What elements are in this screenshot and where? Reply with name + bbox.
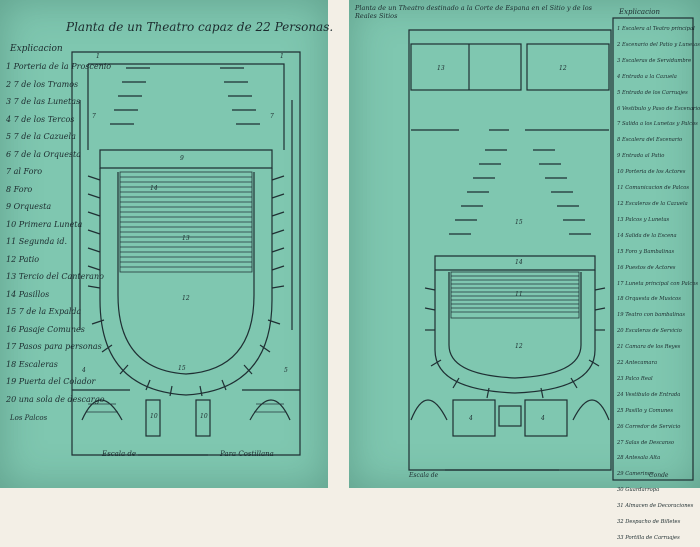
legend-entry: 4 7 de los Tercos: [6, 114, 75, 124]
legend-entry: 15 Foro y Bambalinas: [617, 248, 675, 255]
legend-entry: 27 Salas de Descanso: [617, 439, 675, 446]
left-legend-heading: Explicacion: [10, 44, 63, 54]
legend-entry: 9 Orquesta: [6, 202, 52, 211]
legend-entry: 21 Camara de los Reyes: [617, 344, 681, 351]
svg-text:15: 15: [178, 365, 186, 372]
legend-entry: 19 Teatro con bambalinas: [617, 312, 685, 319]
legend-entry: 30 Guardarropa: [617, 487, 660, 494]
legend-entry: 18 Orquesta de Musicos: [617, 296, 681, 303]
right-stage-wings: [449, 149, 591, 235]
legend-entry: 26 Corredor de Servicio: [617, 423, 681, 430]
legend-entry: 6 7 de la Orquesta: [6, 149, 82, 159]
left-sheet-title: Planta de un Theatro capaz de 22 Persona…: [66, 20, 334, 34]
right-plan-sheet: 13 12 15 14 11 12 4 4 Planta de un Theat…: [349, 0, 700, 541]
svg-text:10: 10: [200, 413, 208, 420]
legend-entry: 11 Segunda id.: [6, 237, 68, 246]
svg-text:13: 13: [437, 65, 445, 72]
legend-entry: 10 Primera Luneta: [6, 219, 83, 229]
legend-entry: 32 Despacho de Billetes: [617, 519, 681, 526]
left-floor-plan: 9 14 13 12 15 1 1 7 7 4 5 10 10: [71, 51, 301, 456]
legend-entry: 17 Luneta principal con Palcos: [617, 280, 699, 287]
legend-entry: 29 Camerinos: [617, 471, 654, 478]
right-floor-plan: 13 12 15 14 11 12 4 4: [408, 17, 694, 481]
legend-entry: 31 Almacen de Decoraciones: [617, 503, 694, 510]
legend-entry: 1 Porteria de la Proscenio: [6, 62, 112, 71]
legend-entry: 28 Antesala Alta: [617, 455, 661, 462]
left-signature: Para Costillana: [220, 450, 274, 458]
legend-entry: 13 Tercio del Canterano: [6, 272, 104, 281]
svg-text:7: 7: [270, 113, 274, 120]
legend-entry: 1 Escalera al Teatro principal: [617, 26, 695, 32]
legend-entry: 18 Escaleras: [6, 359, 58, 369]
legend-entry: 5 7 de la Cazuela: [6, 132, 76, 141]
legend-entry: 15 7 de la Expalda: [6, 307, 82, 316]
legend-entry: 17 Pasos para personas: [6, 342, 102, 351]
legend-entry: 12 Escaleras de la Cazuela: [617, 200, 688, 207]
left-stage-wings: [110, 67, 260, 125]
svg-text:4: 4: [81, 367, 86, 374]
legend-entry: 5 Entrada de los Carruajes: [617, 89, 688, 96]
legend-entry: 24 Vestibulo de Entrada: [617, 391, 681, 398]
svg-text:12: 12: [559, 65, 567, 72]
svg-text:12: 12: [182, 295, 190, 302]
legend-entry: 25 Pasillo y Comunes: [617, 407, 674, 414]
legend-entry: 3 Escaleras de Servidumbre: [617, 57, 692, 64]
right-legend: 1 Escalera al Teatro principal 2 Escenari…: [617, 22, 700, 547]
left-plan-sheet: 9 14 13 12 15 1 1 7 7 4 5 10 10 Planta d…: [0, 0, 333, 488]
svg-text:12: 12: [515, 343, 523, 350]
svg-text:1: 1: [280, 53, 284, 60]
left-box-partitions: [87, 175, 285, 397]
legend-entry: 13 Palcos y Lunetas: [617, 216, 670, 223]
left-scale-label: Escala de: [102, 450, 137, 458]
right-legend-heading: Explicacion: [619, 8, 660, 16]
svg-text:10: 10: [150, 413, 158, 420]
left-legend-footer: Los Palcos: [10, 414, 48, 422]
left-legend: 1 Porteria de la Proscenio 2 7 de los Tra…: [6, 58, 112, 408]
legend-entry: 2 Escenario del Patio y Lunetas: [617, 41, 700, 48]
legend-entry: 20 Escaleras de Servicio: [617, 328, 682, 335]
left-orchestra-hatching: [119, 171, 253, 273]
legend-entry: 12 Patio: [6, 254, 40, 264]
legend-entry: 23 Palco Real: [617, 375, 653, 382]
legend-entry: 7 al Foro: [6, 167, 43, 176]
legend-entry: 22 Antecamara: [617, 360, 658, 367]
legend-entry: 20 una sola de descargo: [6, 394, 105, 404]
svg-text:14: 14: [150, 185, 158, 192]
right-signature: Conde: [649, 472, 669, 479]
svg-text:15: 15: [515, 219, 523, 226]
legend-entry: 2 7 de los Tramos: [6, 79, 79, 89]
legend-entry: 8 Escalera del Escenario: [617, 137, 683, 144]
legend-entry: 19 Puerta del Colador: [6, 377, 96, 386]
svg-text:4: 4: [468, 415, 473, 422]
legend-entry: 3 7 de las Lunetas: [6, 97, 81, 106]
legend-entry: 11 Comunicacion de Palcos: [617, 185, 690, 192]
right-scale-label: Escala de: [409, 472, 439, 479]
svg-text:4: 4: [540, 415, 545, 422]
right-sheet-title: Planta de un Theatro destinado a la Cort…: [355, 4, 592, 20]
legend-entry: 16 Pasaje Comunes: [6, 324, 85, 334]
svg-text:5: 5: [284, 367, 288, 374]
legend-entry: 6 Vestibulo y Paso de Escenario: [617, 105, 700, 112]
legend-entry: 14 Salida de la Escena: [617, 232, 677, 239]
svg-text:9: 9: [180, 155, 184, 162]
svg-text:7: 7: [92, 113, 96, 120]
legend-entry: 10 Porteria de los Actores: [617, 169, 686, 176]
legend-entry: 7 Salida a los Lunetas y Palcos: [617, 121, 698, 128]
svg-text:14: 14: [515, 259, 523, 266]
right-orchestra-hatching: [450, 271, 580, 319]
svg-text:13: 13: [182, 235, 190, 242]
legend-entry: 9 Entrada al Patio: [617, 153, 665, 160]
legend-entry: 8 Foro: [6, 184, 33, 194]
legend-entry: 16 Puestos de Actores: [617, 264, 676, 271]
svg-text:1: 1: [96, 53, 100, 60]
legend-entry: 14 Pasillos: [6, 289, 50, 299]
legend-entry: 4 Entrada a la Cazuela: [617, 73, 677, 80]
legend-entry: 33 Portilla de Carruajes: [617, 535, 680, 541]
svg-text:11: 11: [515, 291, 523, 298]
